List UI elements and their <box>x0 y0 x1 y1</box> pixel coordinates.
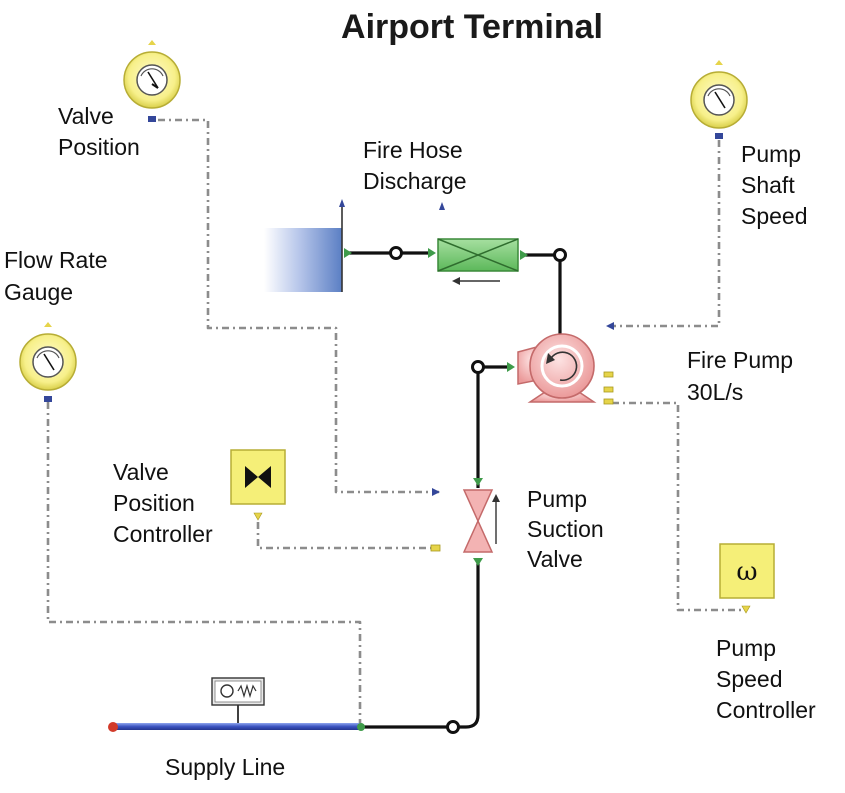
pipe-node <box>553 248 567 262</box>
signal-lines <box>46 118 746 726</box>
heat-exchanger-icon[interactable] <box>428 238 528 285</box>
label-fire-hose-discharge: Fire Hose Discharge <box>363 137 469 194</box>
signal-valve-controller <box>256 522 436 550</box>
label-flow-rate-gauge: Flow Rate Gauge <box>4 247 114 305</box>
label-fire-pump: Fire Pump 30L/s <box>687 347 799 405</box>
supply-line-pipe[interactable] <box>108 722 365 732</box>
pipe-exchanger-to-pump <box>520 253 562 340</box>
label-pump-speed-controller: Pump Speed Controller <box>716 635 816 723</box>
page-title: Airport Terminal <box>341 8 603 46</box>
controller-icon[interactable] <box>230 449 441 552</box>
signal-valve-position <box>158 118 440 494</box>
pipe-node <box>471 360 485 374</box>
pipe-nodes <box>389 246 567 734</box>
label-pump-suction-valve: Pump Suction Valve <box>527 486 610 572</box>
omega-symbol: ω <box>736 557 757 587</box>
pump-icon[interactable] <box>507 322 614 405</box>
valve-icon[interactable] <box>432 478 500 566</box>
pipe-valve-to-supply <box>360 560 480 729</box>
reservoir-icon[interactable] <box>264 199 445 292</box>
label-valve-position: Valve Position <box>58 103 140 160</box>
pipe-node <box>446 720 460 734</box>
signal-flow-rate <box>46 402 362 726</box>
flow-meter-icon[interactable] <box>211 677 265 723</box>
gauge-icon[interactable] <box>123 40 181 122</box>
labels: Valve Position Fire Hose Discharge Pump … <box>4 103 816 780</box>
signal-pump-speed-controller <box>612 401 746 612</box>
label-pump-shaft-speed: Pump Shaft Speed <box>741 141 808 229</box>
signal-pump-shaft-speed <box>610 140 721 328</box>
gauge-icon[interactable] <box>19 322 77 402</box>
pipe-node <box>389 246 403 260</box>
controller-icon[interactable]: ω <box>719 543 775 614</box>
label-valve-position-controller: Valve Position Controller <box>113 459 213 547</box>
label-supply-line: Supply Line <box>165 754 285 780</box>
pipe-pump-to-valve <box>476 365 510 488</box>
gauge-icon[interactable] <box>690 60 748 139</box>
